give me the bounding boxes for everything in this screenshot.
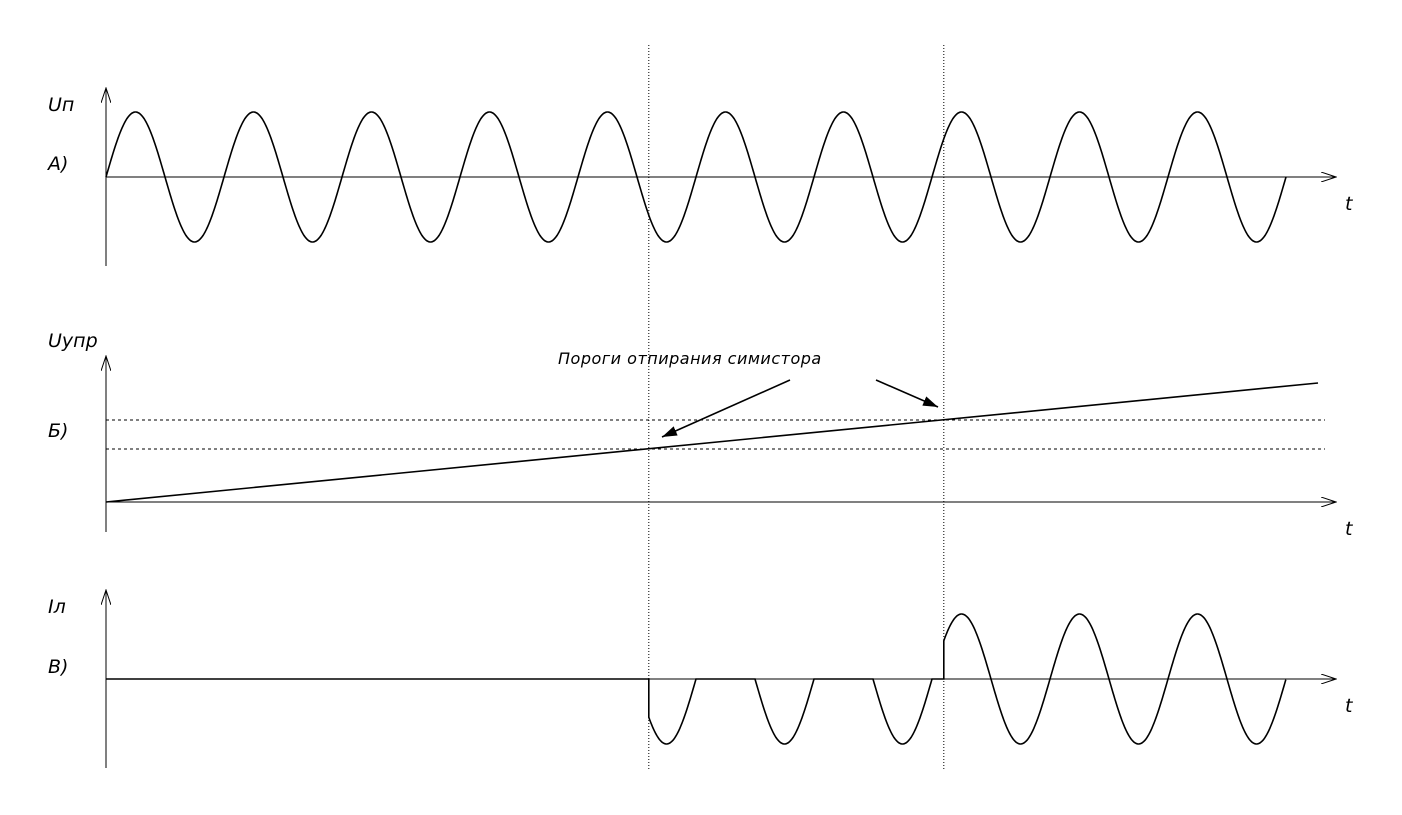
panel-b-marker: Б) — [48, 420, 68, 442]
panel-c-y-label: Iл — [48, 596, 66, 618]
annotation-arrow-lower — [661, 379, 791, 438]
panel-c-marker: В) — [48, 656, 68, 678]
panel-a-sine-wave — [105, 111, 1287, 243]
panel-b-y-label: Uупр — [48, 330, 98, 352]
panel-a-marker: А) — [46, 153, 68, 175]
panel-a-y-label: Uп — [48, 94, 74, 116]
control-voltage-ramp — [105, 382, 1319, 503]
panel-c-load-current-wave — [106, 613, 1287, 745]
annotation-arrow-upper — [875, 379, 939, 408]
panel-b-control-voltage: Пороги отпирания симистора Uупр Б) t — [48, 330, 1354, 540]
threshold-annotation: Пороги отпирания симистора — [558, 349, 822, 368]
panel-a-supply-voltage: Uп А) t — [46, 88, 1354, 266]
panel-a-x-label: t — [1345, 193, 1354, 215]
panel-c-x-label: t — [1345, 695, 1354, 717]
panel-b-x-label: t — [1345, 518, 1354, 540]
panel-c-load-current: Iл В) t — [48, 590, 1354, 768]
